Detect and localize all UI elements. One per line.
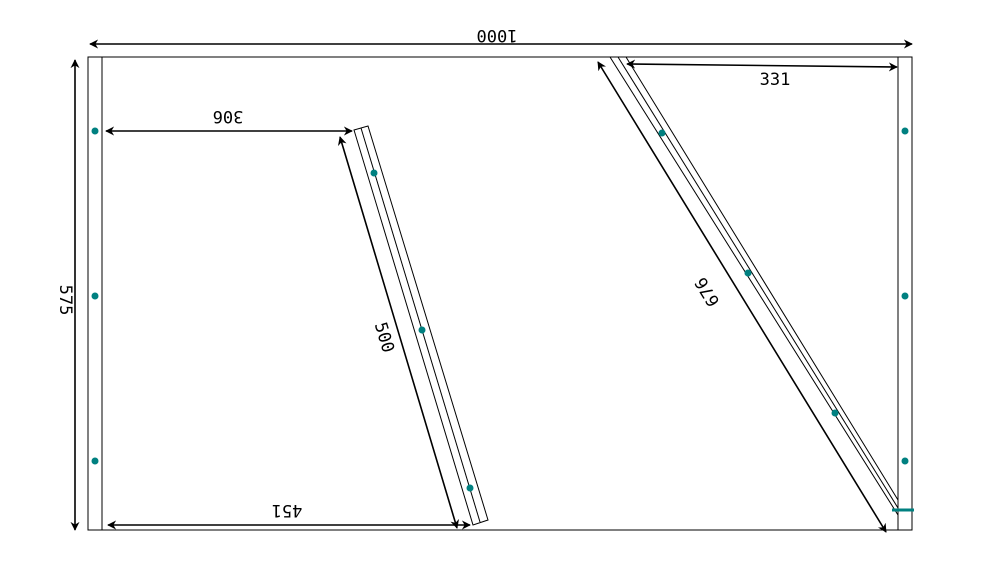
label-left-diagonal: 500: [370, 320, 398, 355]
label-overall-width: 1000: [477, 25, 518, 45]
label-right-diagonal: 676: [691, 273, 724, 310]
teal-dot-icon: [901, 457, 909, 465]
teal-dot-icon: [831, 409, 839, 417]
teal-dot-icon: [658, 129, 666, 137]
label-left-gap-top: 306: [213, 106, 244, 126]
dim-line-left-diagonal: [338, 136, 459, 529]
teal-dot-icon: [91, 127, 99, 135]
label-overall-height: 575: [55, 285, 75, 316]
teal-dot-icon: [901, 127, 909, 135]
outer-frame: [87, 56, 913, 531]
label-right-gap-top: 331: [760, 70, 791, 90]
left-upright: [87, 56, 103, 531]
teal-dot-icon: [744, 269, 752, 277]
label-left-gap-bottom: 451: [272, 500, 303, 520]
right-diagonal-board: [609, 56, 899, 517]
teal-dot-icon: [418, 326, 426, 334]
teal-dot-icon: [901, 292, 909, 300]
fasteners: [91, 127, 909, 492]
teal-dot-icon: [91, 292, 99, 300]
teal-dot-icon: [91, 457, 99, 465]
dim-line-right-gap-top: [626, 59, 898, 72]
right-upright: [897, 56, 913, 531]
teal-dot-icon: [466, 484, 474, 492]
right-diagonal-inner-line: [617, 56, 899, 509]
teal-dot-icon: [370, 169, 378, 177]
dim-line-right-diagonal: [597, 61, 887, 533]
